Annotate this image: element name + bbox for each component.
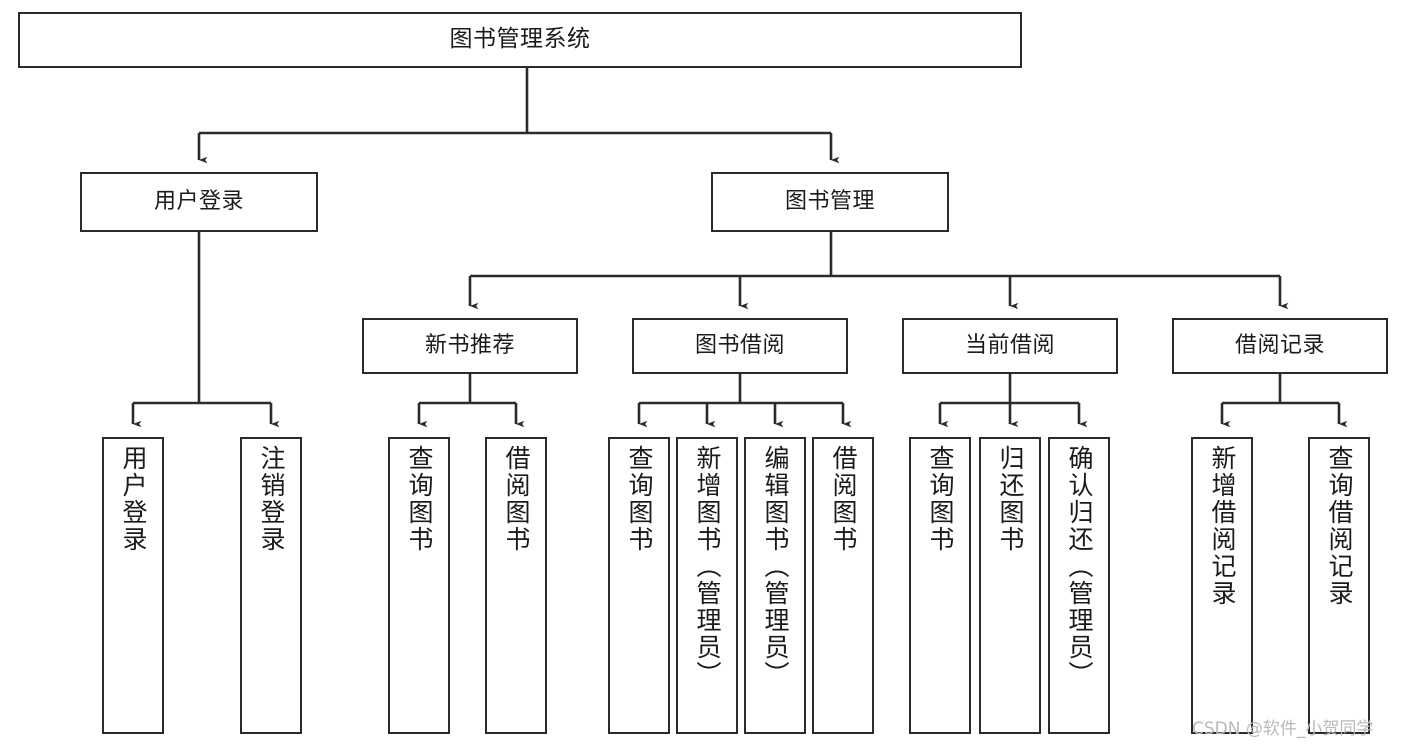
leaf-logout-login[interactable]: 注销登录 [240,437,302,734]
node-book-management-system[interactable]: 图书管理系统 [18,12,1022,68]
node-label: 新增借阅记录 [1208,445,1237,607]
node-label: 归还图书 [996,445,1025,553]
node-borrow-record[interactable]: 借阅记录 [1172,318,1388,374]
leaf-borrow-book-recommend[interactable]: 借阅图书 [485,437,547,734]
node-label: 借阅图书 [502,445,531,553]
leaf-return-book[interactable]: 归还图书 [979,437,1041,734]
leaf-query-book-current[interactable]: 查询图书 [909,437,971,734]
node-label: 当前借阅 [964,332,1055,358]
node-label: 借阅记录 [1234,332,1325,358]
leaf-user-login[interactable]: 用户登录 [102,437,164,734]
node-label: 编辑图书（管理员） [761,445,790,688]
node-label: 查询图书 [625,445,654,553]
leaf-edit-book-admin[interactable]: 编辑图书（管理员） [744,437,806,734]
node-label: 图书管理系统 [449,26,591,53]
leaf-query-borrow-record[interactable]: 查询借阅记录 [1308,437,1370,734]
leaf-add-book-admin[interactable]: 新增图书（管理员） [676,437,738,734]
node-label: 注销登录 [257,445,286,553]
node-label: 用户登录 [153,188,244,214]
node-user-login[interactable]: 用户登录 [80,172,318,232]
leaf-query-book-borrow[interactable]: 查询图书 [608,437,670,734]
node-book-borrow[interactable]: 图书借阅 [632,318,848,374]
node-label: 查询借阅记录 [1325,445,1354,607]
csdn-watermark: CSDN @软件_小贺同学 [1192,719,1374,739]
node-label: 图书借阅 [694,332,785,358]
node-label: 借阅图书 [829,445,858,553]
node-label: 查询图书 [405,445,434,553]
node-label: 新书推荐 [424,332,515,358]
node-label: 新增图书（管理员） [693,445,722,688]
node-new-book-recommend[interactable]: 新书推荐 [362,318,578,374]
node-label: 用户登录 [119,445,148,553]
node-label: 查询图书 [926,445,955,553]
node-label: 确认归还（管理员） [1065,445,1094,688]
node-label: 图书管理 [784,188,875,214]
node-current-borrow[interactable]: 当前借阅 [902,318,1118,374]
node-book-management[interactable]: 图书管理 [711,172,949,232]
leaf-confirm-return-admin[interactable]: 确认归还（管理员） [1048,437,1110,734]
leaf-add-borrow-record[interactable]: 新增借阅记录 [1191,437,1253,734]
leaf-borrow-book[interactable]: 借阅图书 [812,437,874,734]
leaf-query-book-recommend[interactable]: 查询图书 [388,437,450,734]
